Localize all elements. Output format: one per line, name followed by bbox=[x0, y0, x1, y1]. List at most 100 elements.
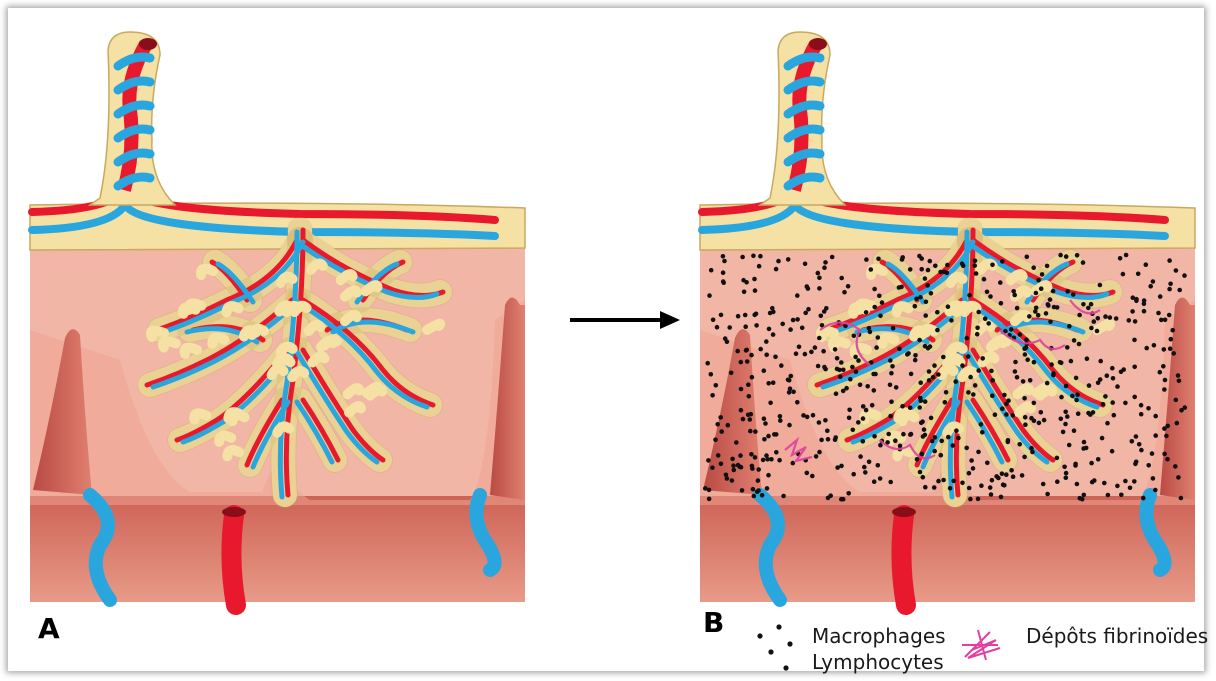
inflammatory-cell bbox=[788, 327, 793, 332]
inflammatory-cell bbox=[861, 416, 866, 421]
inflammatory-cell bbox=[842, 290, 847, 295]
inflammatory-cell bbox=[806, 307, 811, 312]
inflammatory-cell bbox=[923, 485, 928, 490]
inflammatory-cell bbox=[908, 432, 913, 437]
inflammatory-cell bbox=[1012, 293, 1017, 298]
inflammatory-cell bbox=[1002, 393, 1007, 398]
inflammatory-cell bbox=[1013, 360, 1018, 365]
inflammatory-cell bbox=[917, 338, 922, 343]
inflammatory-cell bbox=[819, 314, 824, 319]
inflammatory-cell bbox=[1167, 258, 1172, 263]
inflammatory-cell bbox=[927, 369, 932, 374]
terminal-villus bbox=[292, 371, 304, 377]
inflammatory-cell bbox=[888, 480, 893, 485]
terminal-villus bbox=[979, 325, 991, 331]
inflammatory-cell bbox=[982, 277, 987, 282]
inflammatory-cell bbox=[721, 270, 726, 275]
inflammatory-cell bbox=[841, 389, 846, 394]
inflammatory-cell bbox=[748, 429, 753, 434]
inflammatory-cell bbox=[767, 327, 772, 332]
inflammatory-cell bbox=[1045, 492, 1050, 497]
inflammatory-cell bbox=[999, 301, 1004, 306]
inflammatory-cell bbox=[813, 345, 818, 350]
inflammatory-cell bbox=[932, 449, 937, 454]
inflammatory-cell bbox=[914, 297, 919, 302]
inflammatory-cell bbox=[1169, 337, 1174, 342]
inflammatory-cell bbox=[760, 493, 765, 498]
inflammatory-cell bbox=[960, 261, 965, 266]
inflammatory-cell bbox=[805, 471, 810, 476]
terminal-villus bbox=[341, 274, 353, 280]
terminal-villus bbox=[1011, 274, 1023, 280]
inflammatory-cell bbox=[817, 286, 822, 291]
terminal-villus bbox=[345, 315, 357, 321]
terminal-villus bbox=[951, 277, 963, 283]
inflammatory-cell bbox=[990, 263, 995, 268]
inflammatory-cell bbox=[729, 371, 734, 376]
inflammatory-cell bbox=[817, 276, 822, 281]
inflammatory-cell bbox=[1101, 402, 1106, 407]
inflammatory-cell bbox=[976, 450, 981, 455]
inflammatory-cell bbox=[722, 259, 727, 264]
inflammatory-cell bbox=[956, 436, 961, 441]
inflammatory-cell bbox=[789, 374, 794, 379]
inflammatory-cell bbox=[954, 428, 959, 433]
inflammatory-cell bbox=[756, 488, 761, 493]
inflammatory-cell bbox=[930, 439, 935, 444]
inflammatory-cell bbox=[1141, 496, 1146, 501]
inflammatory-cell bbox=[826, 437, 831, 442]
inflammatory-cell bbox=[877, 294, 882, 299]
spiral-artery bbox=[901, 515, 906, 605]
inflammatory-cell bbox=[1065, 289, 1070, 294]
inflammatory-cell bbox=[756, 467, 761, 472]
inflammatory-cell bbox=[890, 364, 895, 369]
inflammatory-cell bbox=[1091, 410, 1096, 415]
inflammatory-cell bbox=[1139, 412, 1144, 417]
inflammatory-cell bbox=[770, 306, 775, 311]
inflammatory-cell bbox=[1086, 411, 1091, 416]
legend-lymphocytes-label: Lymphocytes bbox=[812, 650, 944, 674]
inflammatory-cell bbox=[1044, 311, 1049, 316]
inflammatory-cell bbox=[1161, 364, 1166, 369]
inflammatory-cell bbox=[922, 427, 927, 432]
inflammatory-cell bbox=[1020, 473, 1025, 478]
inflammatory-cell bbox=[780, 322, 785, 327]
spiral-artery-lumen bbox=[892, 507, 916, 517]
inflammatory-cell bbox=[764, 453, 769, 458]
terminal-villus bbox=[1017, 388, 1029, 394]
inflammatory-cell bbox=[1103, 394, 1108, 399]
inflammatory-cell bbox=[1041, 482, 1046, 487]
inflammatory-cell bbox=[1177, 288, 1182, 293]
inflammatory-cell bbox=[794, 351, 799, 356]
inflammatory-cell bbox=[1022, 455, 1027, 460]
inflammatory-cell bbox=[868, 330, 873, 335]
inflammatory-cell bbox=[825, 429, 830, 434]
inflammatory-cell bbox=[1153, 433, 1158, 438]
inflammatory-cell bbox=[847, 408, 852, 413]
inflammatory-cell bbox=[1085, 356, 1090, 361]
inflammatory-cell bbox=[941, 478, 946, 483]
panel-b-label: B bbox=[703, 606, 724, 639]
inflammatory-cell bbox=[971, 466, 976, 471]
inflammatory-cell bbox=[758, 254, 763, 259]
inflammatory-cell bbox=[960, 481, 965, 486]
inflammatory-cell bbox=[839, 360, 844, 365]
inflammatory-cell bbox=[1142, 302, 1147, 307]
inflammatory-cell bbox=[803, 311, 808, 316]
inflammatory-cell bbox=[736, 314, 741, 319]
inflammatory-cell bbox=[888, 414, 893, 419]
inflammatory-cell bbox=[918, 470, 923, 475]
inflammatory-cell bbox=[765, 486, 770, 491]
inflammatory-cell bbox=[787, 378, 792, 383]
inflammatory-cell bbox=[1095, 329, 1100, 334]
inflammatory-cell bbox=[1030, 450, 1035, 455]
inflammatory-cell bbox=[980, 430, 985, 435]
inflammatory-cell bbox=[1022, 346, 1027, 351]
inflammatory-cell bbox=[968, 375, 973, 380]
inflammatory-cell bbox=[747, 394, 752, 399]
inflammatory-cell bbox=[944, 390, 949, 395]
inflammatory-cell bbox=[1058, 253, 1063, 258]
inflammatory-cell bbox=[1168, 346, 1173, 351]
inflammatory-cell bbox=[1175, 421, 1180, 426]
inflammatory-cell bbox=[838, 374, 843, 379]
